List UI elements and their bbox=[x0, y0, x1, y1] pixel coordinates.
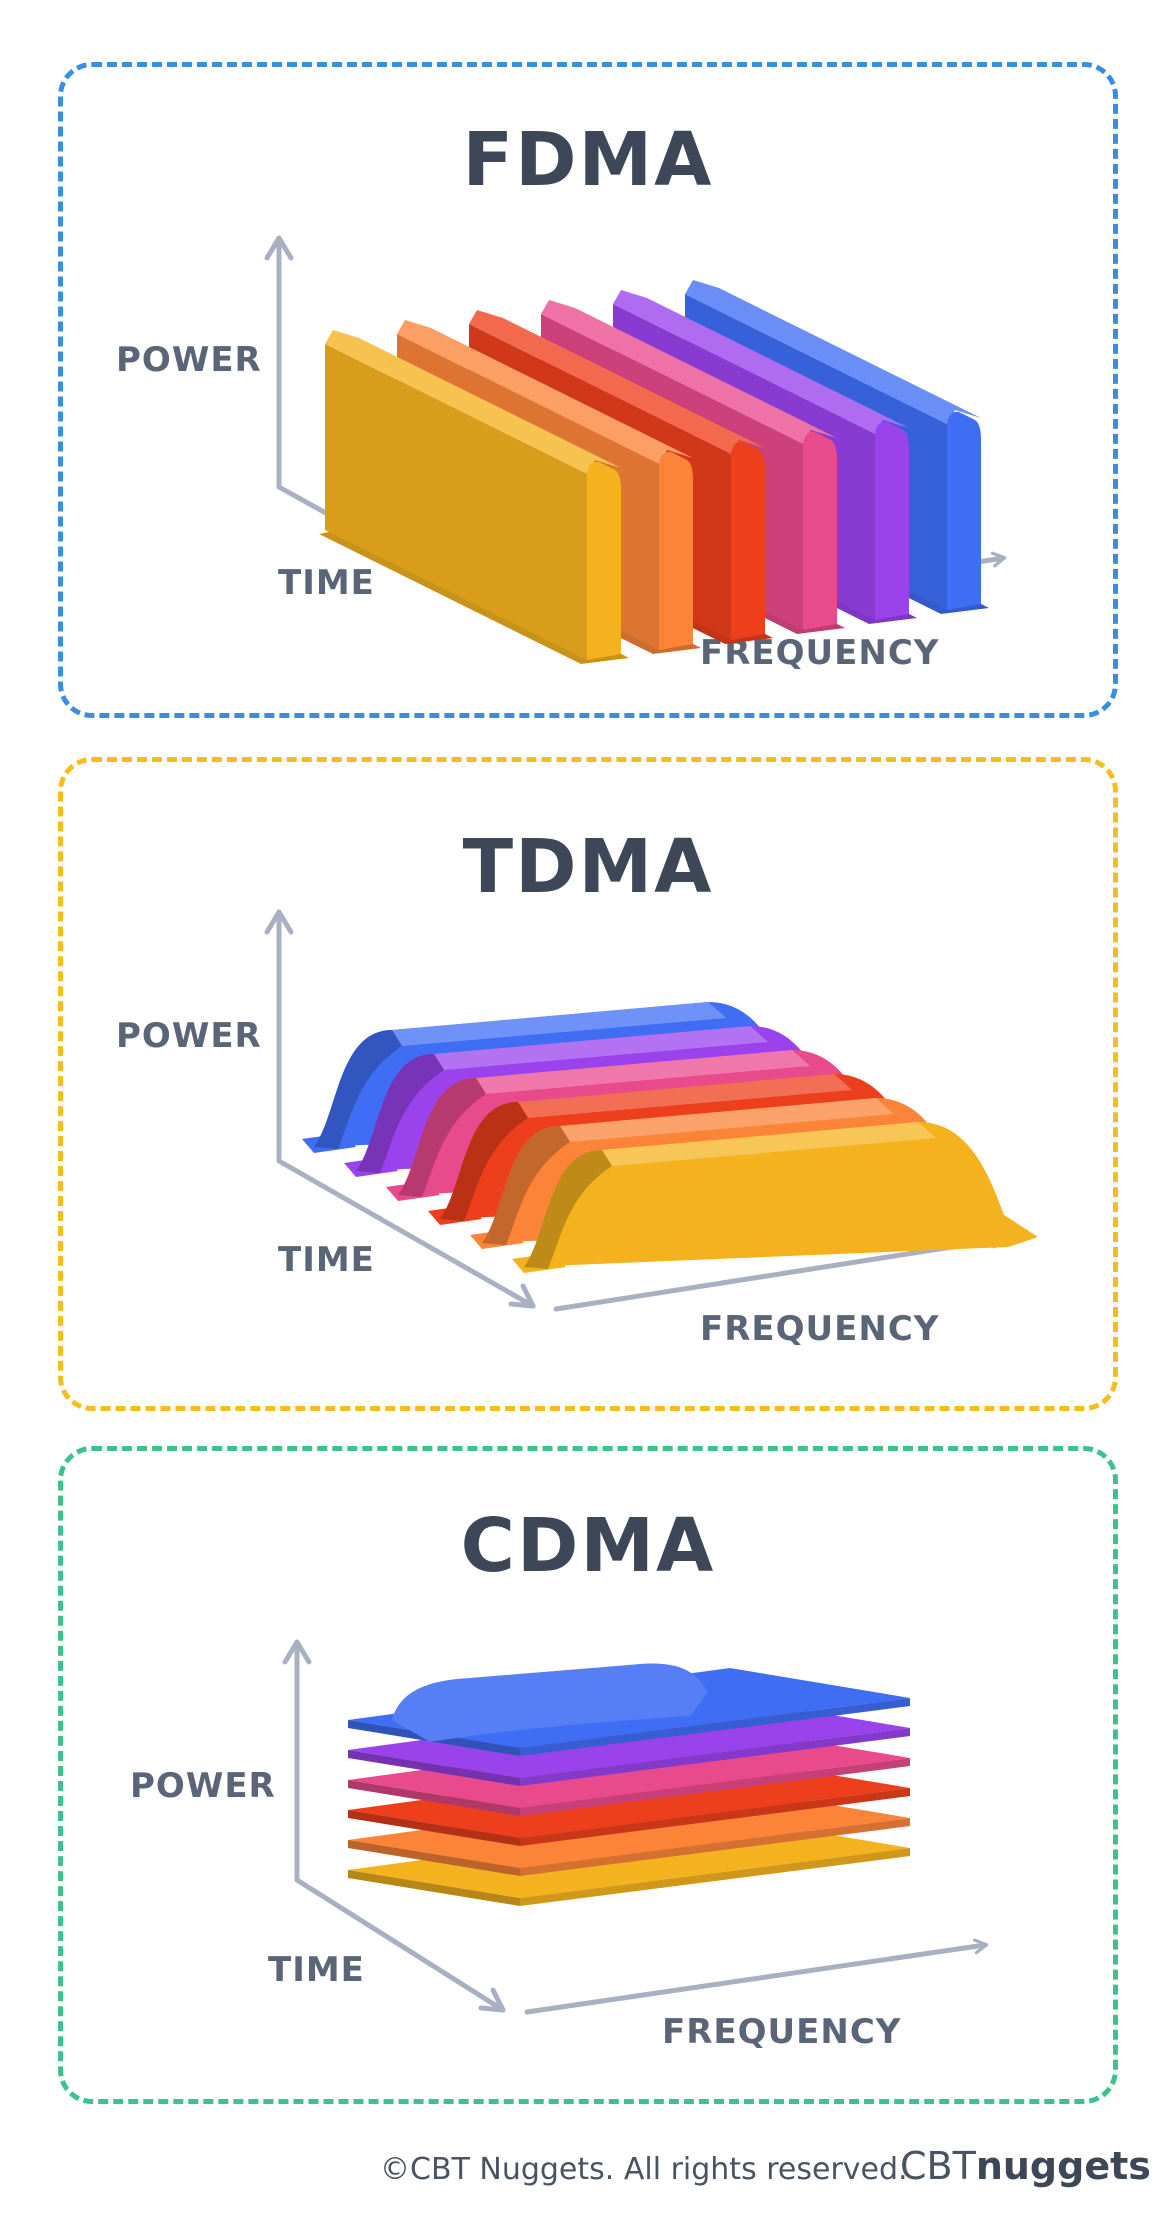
fdma-channel-side bbox=[325, 344, 587, 660]
fdma-channel-top bbox=[541, 300, 837, 444]
fdma-power-label: POWER bbox=[116, 340, 262, 380]
tdma-channel-shadow bbox=[356, 1054, 444, 1173]
logo-word: nuggets bbox=[975, 2144, 1151, 2188]
cdma-power-time-axis bbox=[294, 1639, 506, 2013]
cdma-frequency-label: FREQUENCY bbox=[662, 2012, 902, 2052]
cdma-sheet-edge bbox=[520, 1698, 910, 1756]
fdma-channels bbox=[319, 280, 989, 664]
tdma-channel-highlight bbox=[518, 1074, 852, 1118]
tdma-channel-highlight bbox=[602, 1122, 936, 1166]
fdma-time-label: TIME bbox=[278, 563, 375, 603]
fdma-channel-top bbox=[685, 280, 981, 424]
cdma-time-arrowhead bbox=[478, 1987, 506, 2013]
logo-prefix: CBT bbox=[900, 2144, 976, 2188]
cdma-channels bbox=[348, 1663, 910, 1906]
fdma-channel-front bbox=[947, 411, 981, 610]
cdma-frequency-axis bbox=[524, 1938, 989, 2015]
fdma-channel-top bbox=[469, 310, 765, 454]
tdma-power-time-axis bbox=[276, 909, 536, 1309]
cdma-sheet-edge bbox=[348, 1780, 520, 1816]
cdma-sheet-edge bbox=[348, 1840, 520, 1876]
fdma-channel-front bbox=[659, 451, 693, 650]
tdma-channel-shadow bbox=[482, 1126, 570, 1245]
tdma-frequency-axis bbox=[553, 1232, 1007, 1312]
tdma-channel-shadow bbox=[440, 1102, 528, 1221]
cdma-title: CDMA bbox=[460, 1503, 716, 1589]
tdma-channel-highlight bbox=[560, 1098, 894, 1142]
cdma-sheet-edge bbox=[520, 1818, 910, 1876]
tdma-channel-highlight bbox=[392, 1002, 726, 1046]
fdma-channel-front bbox=[731, 441, 765, 640]
tdma-time-arrowhead bbox=[508, 1283, 536, 1309]
cdma-time-label: TIME bbox=[268, 1950, 365, 1990]
fdma-channel-top bbox=[613, 290, 909, 434]
cdma-sheet-edge bbox=[520, 1758, 910, 1816]
tdma-time-label: TIME bbox=[278, 1240, 375, 1280]
tdma-axes bbox=[264, 909, 1007, 1312]
tdma-channels bbox=[302, 1002, 1038, 1273]
fdma-panel: FDMA bbox=[58, 62, 1118, 718]
tdma-power-arrowhead bbox=[264, 909, 294, 935]
cdma-sheet-edge bbox=[348, 1810, 520, 1846]
fdma-channel-top bbox=[325, 330, 621, 474]
cdma-top-bump bbox=[392, 1663, 708, 1742]
fdma-channel-front bbox=[875, 421, 909, 620]
fdma-channel-front bbox=[587, 461, 621, 660]
cdma-sheet-edge bbox=[520, 1848, 910, 1906]
copyright-text: ©CBT Nuggets. All rights reserved. bbox=[380, 2152, 908, 2187]
tdma-channel-shadow bbox=[524, 1150, 612, 1269]
tdma-channel-shadow bbox=[398, 1078, 486, 1197]
tdma-title: TDMA bbox=[462, 824, 714, 910]
tdma-power-label: POWER bbox=[116, 1016, 262, 1056]
tdma-channel-shadow bbox=[314, 1030, 402, 1149]
cdma-sheet-edge bbox=[520, 1788, 910, 1846]
tdma-channel-highlight bbox=[434, 1026, 768, 1070]
cdma-power-arrowhead bbox=[282, 1639, 312, 1665]
tdma-panel: TDMA bbox=[58, 757, 1118, 1411]
cdma-power-label: POWER bbox=[130, 1766, 276, 1806]
cdma-sheet-edge bbox=[348, 1750, 520, 1786]
cdma-sheet-edge bbox=[520, 1728, 910, 1786]
cdma-panel: CDMA bbox=[58, 1446, 1118, 2104]
cbt-nuggets-logo: CBTnuggets bbox=[900, 2144, 1151, 2188]
tdma-frequency-label: FREQUENCY bbox=[700, 1309, 940, 1349]
fdma-channel-top bbox=[397, 320, 693, 464]
fdma-channel-front bbox=[803, 431, 837, 630]
fdma-power-arrowhead bbox=[264, 235, 294, 261]
cdma-axes bbox=[282, 1639, 989, 2015]
cdma-sheet-edge bbox=[348, 1870, 520, 1906]
fdma-title: FDMA bbox=[462, 117, 714, 203]
tdma-channel-highlight bbox=[476, 1050, 810, 1094]
